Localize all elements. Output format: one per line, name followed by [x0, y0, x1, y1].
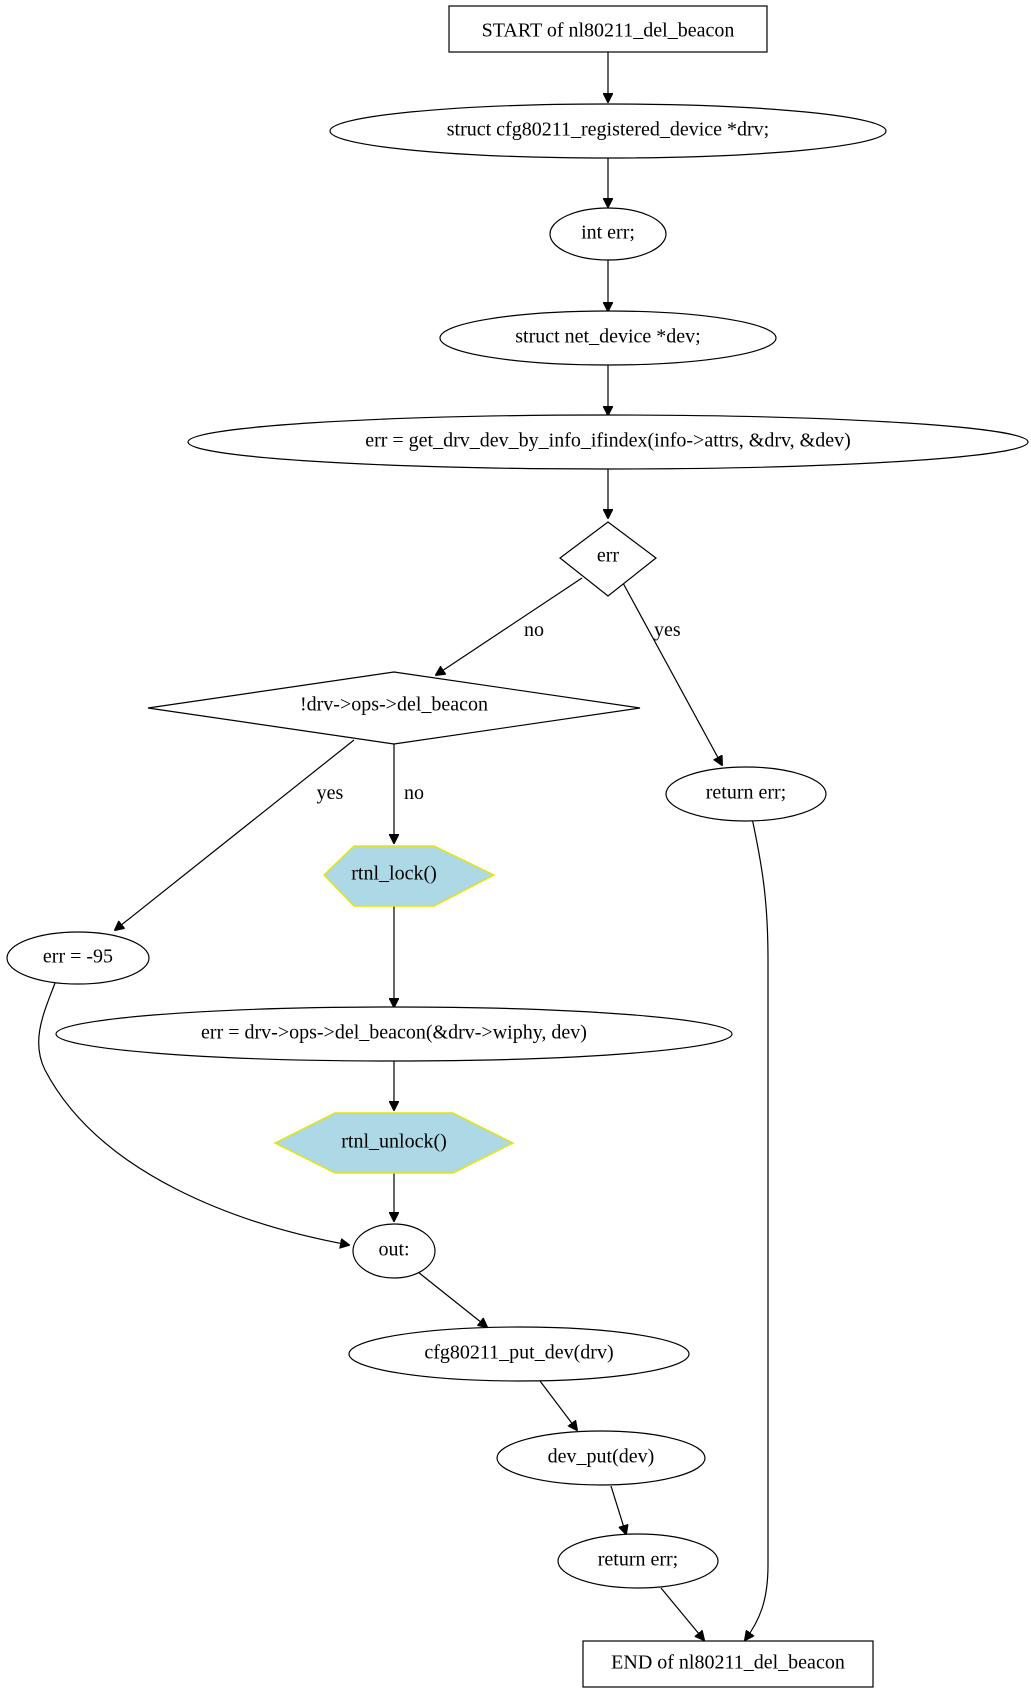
node-decl-err-label: int err; — [581, 222, 635, 244]
edge-return-err-to-end — [660, 1587, 704, 1640]
node-rtnl-lock-label: rtnl_lock() — [351, 863, 437, 885]
edge-label-del-beacon-yes: yes — [317, 782, 344, 804]
node-get-dev-label: err = get_drv_dev_by_info_ifindex(info->… — [365, 430, 851, 452]
node-decl-drv: struct cfg80211_registered_device *drv; — [329, 103, 887, 159]
node-rtnl-unlock: rtnl_unlock() — [273, 1112, 515, 1174]
edge-label-err-no: no — [524, 619, 544, 641]
node-out-label-text: out: — [378, 1239, 409, 1261]
node-put-drv-label: cfg80211_put_dev(drv) — [424, 1342, 613, 1364]
node-err-95: err = -95 — [6, 931, 150, 985]
edge-err-95-to-out — [38, 982, 349, 1245]
node-return-err: return err; — [557, 1533, 719, 1589]
edge-cond-del-beacon-yes — [115, 739, 355, 930]
node-rtnl-lock: rtnl_lock() — [323, 845, 496, 907]
node-cond-err-label: err — [597, 545, 620, 567]
edge-cond-err-yes — [622, 582, 722, 765]
node-decl-dev-label: struct net_device *dev; — [515, 326, 701, 348]
node-call-del-beacon: err = drv->ops->del_beacon(&drv->wiphy, … — [55, 1006, 733, 1062]
node-cond-err: err — [559, 521, 657, 597]
node-call-del-beacon-label: err = drv->ops->del_beacon(&drv->wiphy, … — [201, 1022, 587, 1044]
node-rtnl-unlock-label: rtnl_unlock() — [341, 1131, 447, 1153]
node-out-label: out: — [352, 1223, 436, 1279]
node-end: END of nl80211_del_beacon — [582, 1640, 874, 1688]
node-decl-dev: struct net_device *dev; — [439, 310, 777, 366]
node-return-err-early: return err; — [665, 766, 827, 822]
node-cond-del-beacon: !drv->ops->del_beacon — [147, 671, 641, 745]
edge-labels: no yes yes no — [317, 619, 681, 804]
node-put-dev: dev_put(dev) — [496, 1430, 706, 1486]
node-put-dev-label: dev_put(dev) — [548, 1446, 655, 1468]
edge-label-err-yes: yes — [654, 619, 681, 641]
edges — [38, 52, 769, 1640]
node-start: START of nl80211_del_beacon — [448, 5, 768, 53]
edge-label-del-beacon-no: no — [404, 782, 424, 804]
node-start-label: START of nl80211_del_beacon — [482, 20, 735, 42]
node-end-label: END of nl80211_del_beacon — [611, 1652, 845, 1674]
node-get-dev: err = get_drv_dev_by_info_ifindex(info->… — [187, 414, 1029, 470]
node-cond-del-beacon-label: !drv->ops->del_beacon — [300, 694, 488, 716]
node-err-95-label: err = -95 — [43, 946, 113, 968]
edge-put-drv-to-put-dev — [539, 1380, 577, 1430]
edge-return-err-early-to-end — [745, 817, 769, 1640]
node-return-err-early-label: return err; — [706, 782, 787, 804]
edge-cond-err-no — [436, 577, 583, 675]
edge-out-to-put-drv — [417, 1271, 487, 1327]
node-decl-drv-label: struct cfg80211_registered_device *drv; — [447, 119, 769, 141]
node-decl-err: int err; — [549, 207, 667, 261]
edge-put-dev-to-return-err — [610, 1485, 626, 1534]
node-return-err-label: return err; — [598, 1549, 679, 1571]
node-put-drv: cfg80211_put_dev(drv) — [348, 1326, 690, 1382]
